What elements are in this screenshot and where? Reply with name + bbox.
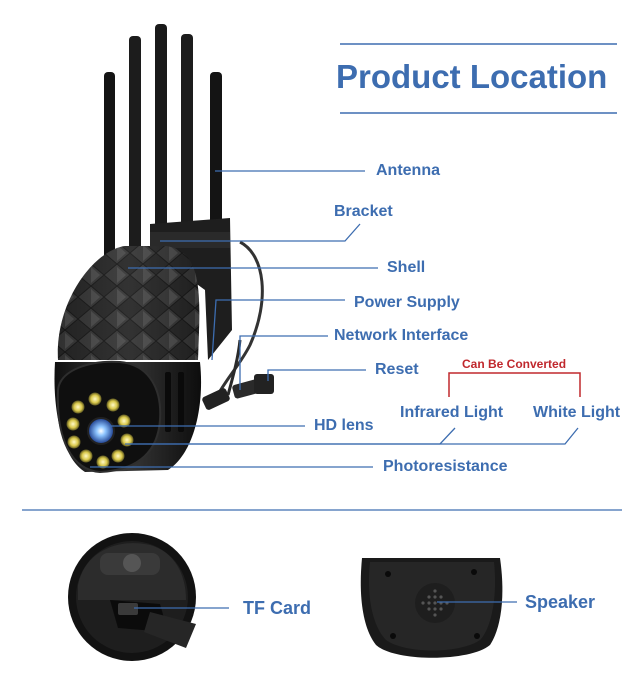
label-tf-card: TF Card (243, 598, 312, 618)
label-bracket: Bracket (334, 203, 393, 220)
leader-power-supply (211, 299, 345, 361)
label-shell: Shell (387, 259, 426, 276)
label-network-interface: Network Interface (334, 327, 469, 344)
led-ring (66, 392, 134, 469)
leader-white (130, 427, 579, 445)
camera-illustration (54, 24, 274, 474)
lens-head (56, 360, 162, 474)
speaker-illustration (360, 558, 503, 658)
hd-lens-shape (87, 417, 115, 445)
antenna-3 (155, 24, 167, 254)
antenna-2 (129, 36, 141, 256)
leader-lines (90, 170, 579, 468)
label-photoresistance: Photoresistance (383, 458, 508, 475)
label-power-supply: Power Supply (354, 294, 460, 311)
cable (213, 240, 264, 401)
leader-reset (267, 369, 366, 381)
label-white-light: White Light (533, 404, 621, 421)
page-title: Product Location (336, 58, 608, 95)
label-hd-lens: HD lens (314, 417, 374, 434)
antenna-1 (104, 72, 115, 262)
label-antenna: Antenna (376, 162, 440, 179)
label-can-be-converted: Can Be Converted (462, 357, 567, 371)
label-speaker: Speaker (525, 592, 596, 612)
connector-2 (232, 379, 260, 399)
leader-network-interface (239, 335, 328, 390)
connector-3 (254, 374, 274, 394)
label-reset: Reset (375, 361, 419, 378)
convert-bracket (448, 372, 581, 397)
antenna-4 (181, 34, 193, 256)
connector-1 (202, 388, 230, 410)
label-infrared-light: Infrared Light (400, 404, 504, 421)
tf-card-illustration (68, 533, 196, 661)
leader-bracket (160, 223, 361, 242)
